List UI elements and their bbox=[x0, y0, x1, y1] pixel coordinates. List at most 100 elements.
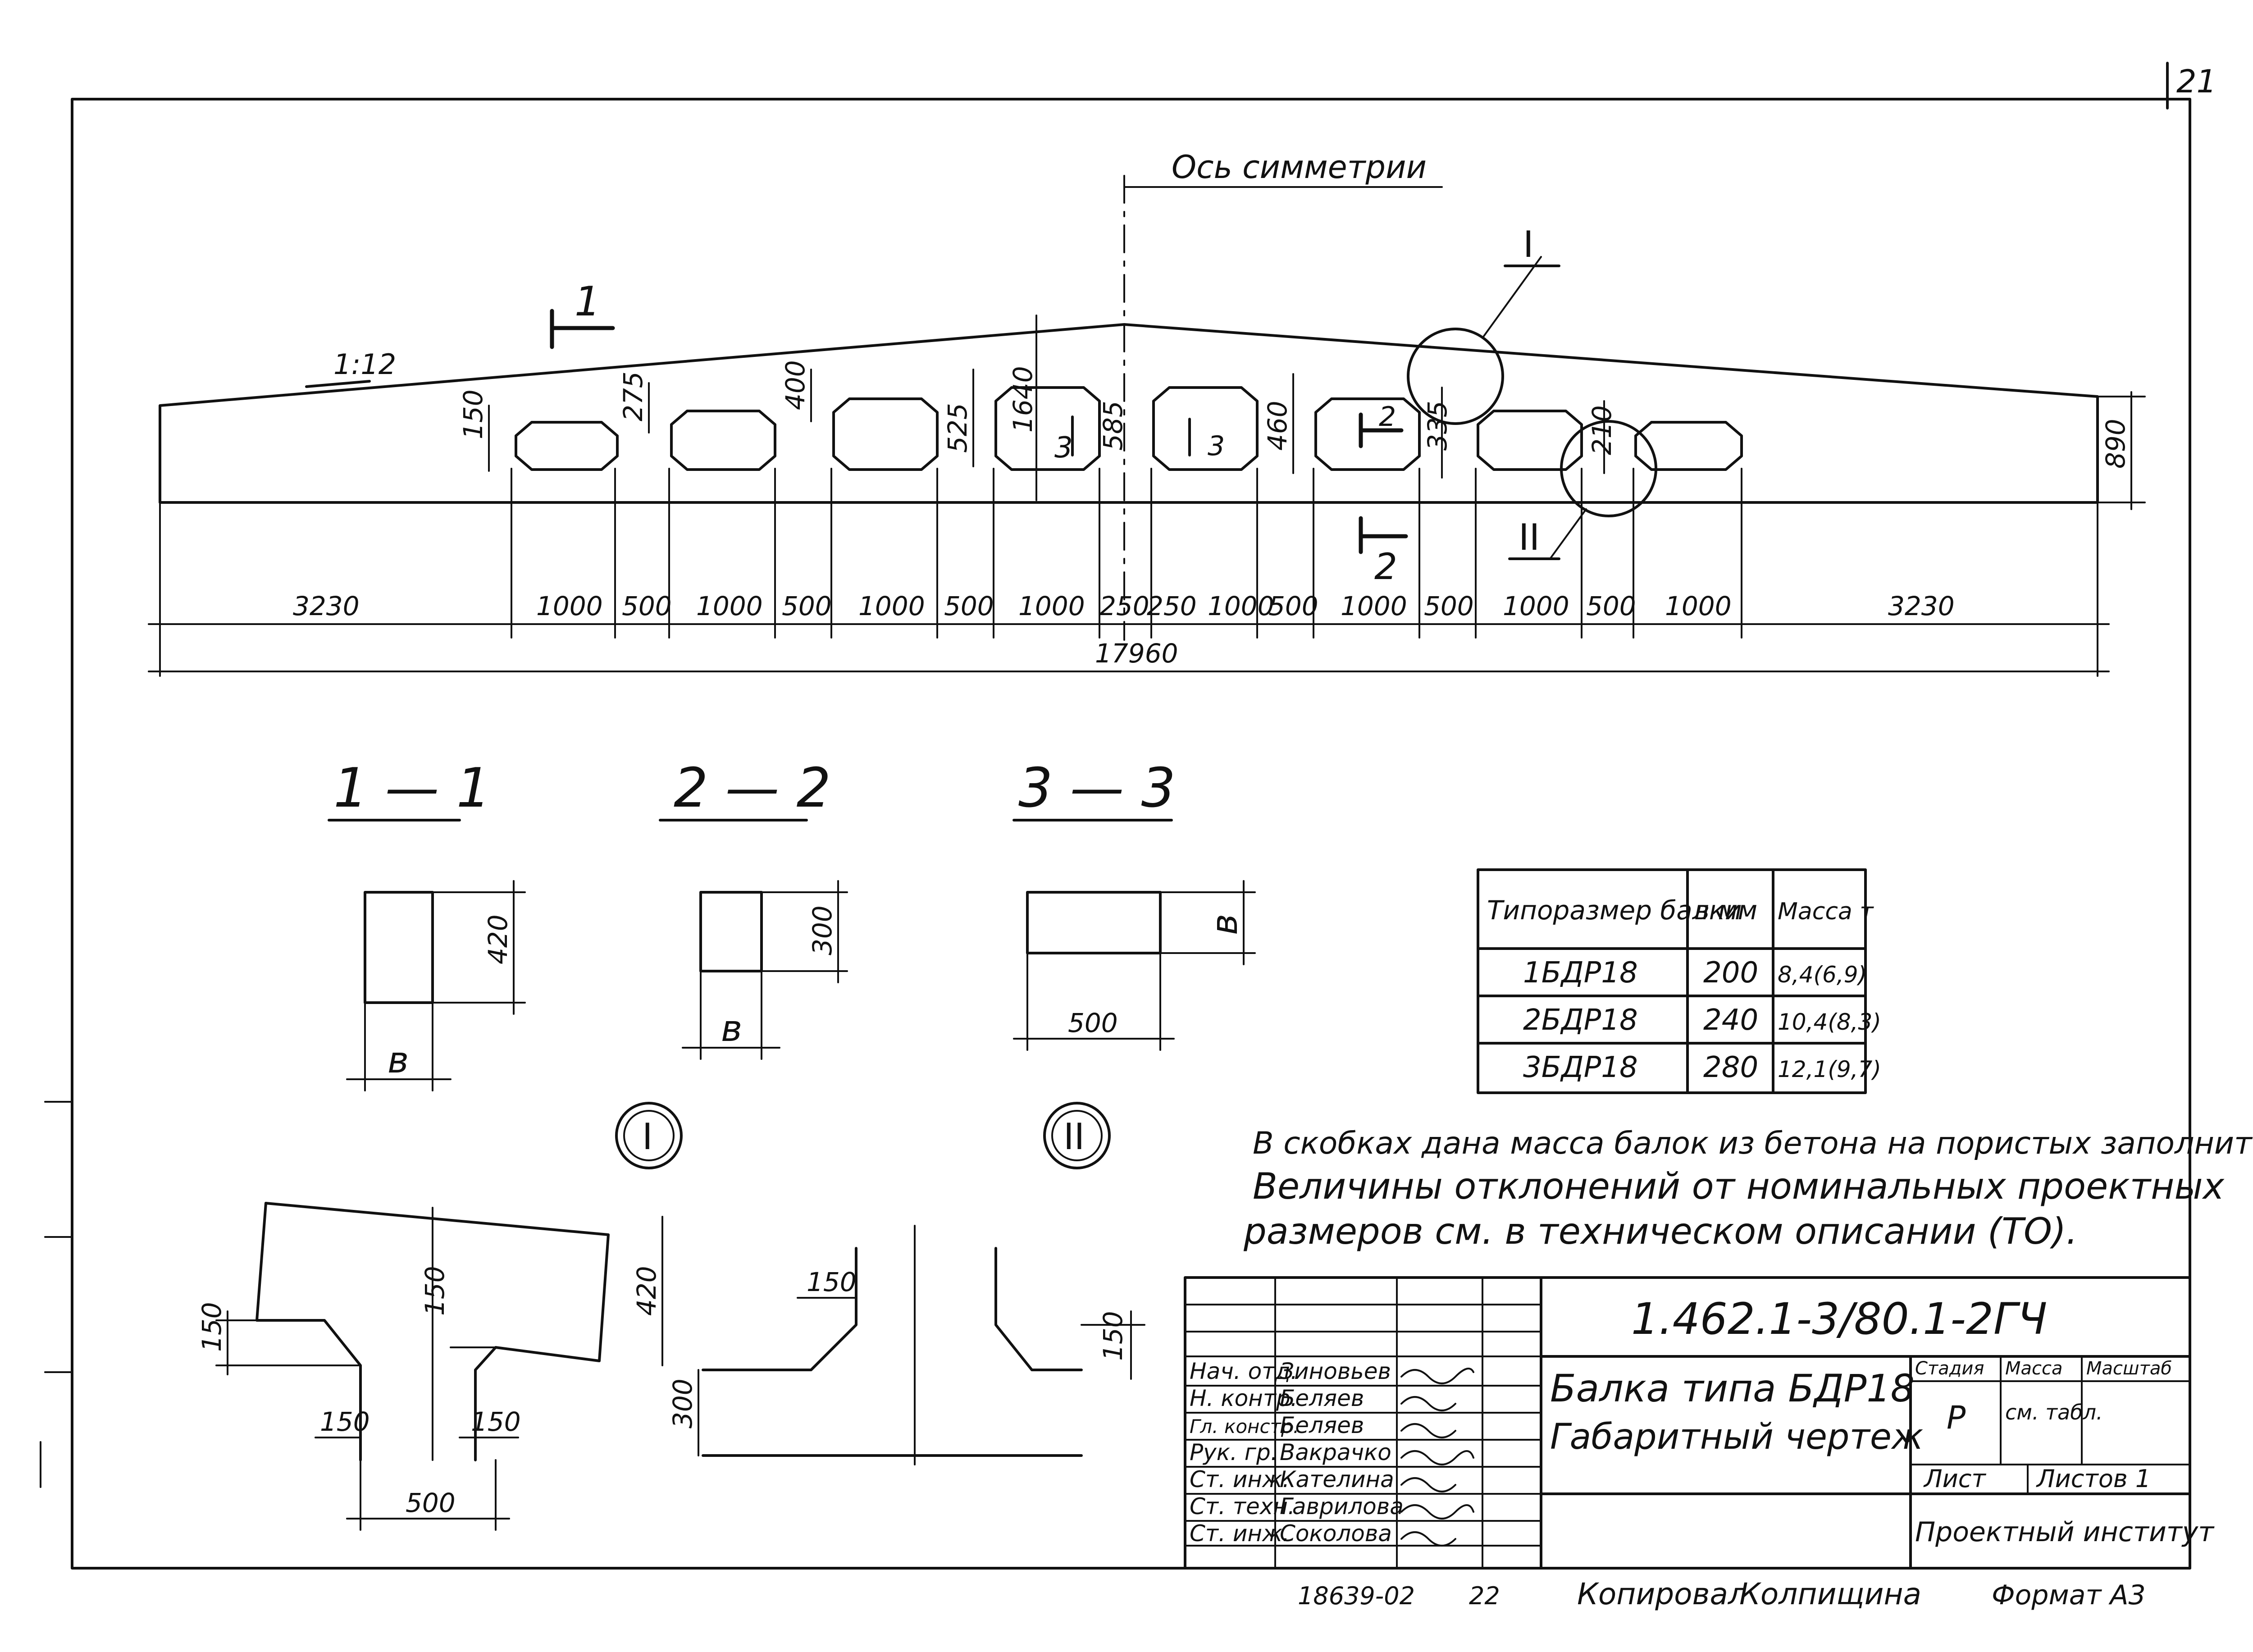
drawing-title: Балка типа БДР18 bbox=[1550, 1366, 1915, 1410]
note-line: Величины отклонений от номинальных проек… bbox=[1253, 1165, 2225, 1207]
table-cell: 8,4(6,9) bbox=[1778, 962, 1867, 988]
staff-role: Рук. гр. bbox=[1190, 1439, 1278, 1465]
detail-II: II 150 150 300 bbox=[667, 1102, 1145, 1465]
size-table: Типоразмер балки в мм Масса т 1БДР18 200… bbox=[1477, 868, 1881, 1094]
section-3-3: 3 — 3 в 500 bbox=[1012, 757, 1256, 1051]
svg-text:500: 500 bbox=[1424, 591, 1474, 621]
sheet-number: 21 bbox=[2176, 63, 2217, 100]
table-cell: 2БДР18 bbox=[1523, 1004, 1638, 1037]
section-width: в bbox=[388, 1039, 409, 1081]
section-1-1: 1 — 1 420 в bbox=[328, 757, 526, 1091]
mass-value: см. табл. bbox=[2005, 1400, 2103, 1424]
footer: 18639-02 22 Копировал Колпищина Формат А… bbox=[1298, 1577, 2146, 1611]
title-block: Нач. отд. Зиновьев Н. контр. Беляев Гл. … bbox=[1184, 1276, 2215, 1570]
svg-text:3: 3 bbox=[1054, 431, 1073, 465]
section-width: 500 bbox=[1068, 1008, 1118, 1038]
footer-inventory: 18639-02 bbox=[1298, 1582, 1415, 1610]
note-line: размеров см. в техническом описании (ТО)… bbox=[1243, 1210, 2078, 1252]
svg-text:460: 460 bbox=[1262, 401, 1293, 451]
section-height: 420 bbox=[483, 914, 513, 964]
staff-name: Вакрачко bbox=[1280, 1439, 1391, 1465]
section-mark-2: 2 2 bbox=[1359, 401, 1408, 588]
svg-text:3230: 3230 bbox=[1888, 591, 1955, 621]
detail-I-leader bbox=[1482, 256, 1542, 339]
section-height: 300 bbox=[807, 905, 838, 955]
detail-II-marker: II bbox=[1063, 1116, 1085, 1158]
svg-text:300: 300 bbox=[667, 1378, 698, 1428]
footer-copier-name: Колпищина bbox=[1739, 1577, 1921, 1611]
staff-name: Зиновьев bbox=[1280, 1358, 1391, 1384]
sheets-header: Листов 1 bbox=[2036, 1465, 2151, 1493]
detail-I-marker: I bbox=[642, 1116, 653, 1158]
section-title: 3 — 3 bbox=[1018, 757, 1176, 820]
section-height: в bbox=[1204, 914, 1245, 935]
svg-text:1000: 1000 bbox=[696, 591, 763, 621]
signature bbox=[1400, 1396, 1456, 1411]
svg-text:150: 150 bbox=[458, 389, 488, 439]
table-cell: 10,4(8,3) bbox=[1778, 1009, 1881, 1035]
footer-copied: Копировал bbox=[1577, 1577, 1747, 1611]
sheet-frame bbox=[71, 98, 2191, 1570]
detail-II-label: II bbox=[1519, 516, 1540, 558]
note-line: В скобках дана масса балок из бетона на … bbox=[1253, 1126, 2253, 1161]
svg-text:275: 275 bbox=[618, 371, 648, 421]
svg-text:1000: 1000 bbox=[1341, 591, 1407, 621]
svg-text:500: 500 bbox=[1586, 591, 1636, 621]
table-cell: 12,1(9,7) bbox=[1778, 1056, 1881, 1082]
detail-I-label: I bbox=[1523, 224, 1534, 265]
svg-text:3230: 3230 bbox=[293, 591, 360, 621]
svg-text:500: 500 bbox=[406, 1488, 456, 1518]
beam-opening bbox=[832, 397, 939, 471]
svg-text:150: 150 bbox=[1098, 1311, 1128, 1361]
staff-name: Кателина bbox=[1280, 1466, 1394, 1492]
section-2-2: 2 — 2 300 в bbox=[659, 757, 848, 1060]
staff-role: Ст. инж. bbox=[1190, 1520, 1290, 1547]
svg-text:1000: 1000 bbox=[1665, 591, 1732, 621]
dim-chain-values: 3230 1000 500 1000 500 1000 500 1000 250… bbox=[293, 591, 1955, 621]
beam-elevation: Ось симметрии 1:12 1 2 2 3 3 I bbox=[148, 149, 2146, 677]
table-header: Типоразмер балки bbox=[1487, 895, 1742, 926]
signature bbox=[1400, 1504, 1474, 1520]
table-cell: 3БДР18 bbox=[1523, 1051, 1638, 1084]
beam-opening bbox=[994, 386, 1101, 471]
staff-name: Гаврилова bbox=[1280, 1493, 1404, 1520]
sheet-header: Лист bbox=[1923, 1465, 1986, 1493]
staff-role: Нач. отд. bbox=[1190, 1358, 1298, 1384]
svg-text:500: 500 bbox=[944, 591, 994, 621]
section-width: в bbox=[721, 1008, 742, 1050]
svg-text:1000: 1000 bbox=[536, 591, 603, 621]
doc-code: 1.462.1-3/80.1-2ГЧ bbox=[1631, 1294, 2047, 1344]
section-title: 1 — 1 bbox=[333, 757, 491, 820]
svg-text:210: 210 bbox=[1587, 405, 1617, 455]
detail-II-circle bbox=[1560, 420, 1657, 517]
svg-text:585: 585 bbox=[1098, 401, 1128, 451]
drawing-subtitle: Габаритный чертеж bbox=[1550, 1417, 1923, 1457]
table-cell: 1БДР18 bbox=[1523, 956, 1638, 990]
bottom-dim-extensions bbox=[159, 468, 2098, 677]
section-mark-1: 1 bbox=[550, 278, 615, 349]
mass-header: Масса bbox=[2005, 1358, 2063, 1379]
signature bbox=[1400, 1531, 1456, 1547]
detail-II-leader bbox=[1549, 508, 1587, 560]
stage-value: Р bbox=[1947, 1399, 1966, 1436]
beam-outline bbox=[159, 323, 2099, 504]
table-cell: 280 bbox=[1703, 1051, 1758, 1084]
svg-text:250: 250 bbox=[1147, 591, 1197, 621]
svg-text:1000: 1000 bbox=[1018, 591, 1085, 621]
svg-text:150: 150 bbox=[420, 1266, 450, 1316]
beam-opening bbox=[515, 421, 619, 471]
svg-text:400: 400 bbox=[780, 360, 811, 410]
svg-text:1640: 1640 bbox=[1008, 366, 1038, 433]
footer-number: 22 bbox=[1469, 1582, 1500, 1610]
svg-text:1000: 1000 bbox=[1503, 591, 1569, 621]
slope-label: 1:12 bbox=[333, 348, 396, 381]
svg-text:335: 335 bbox=[1422, 401, 1453, 451]
section-mark-3: 3 3 bbox=[1054, 415, 1225, 465]
staff-role: Ст. техн. bbox=[1190, 1493, 1295, 1520]
beam-opening bbox=[670, 410, 776, 471]
svg-text:2: 2 bbox=[1374, 546, 1397, 588]
beam-opening bbox=[1477, 410, 1583, 471]
signature bbox=[1400, 1477, 1456, 1492]
signature bbox=[1400, 1423, 1456, 1438]
svg-text:150: 150 bbox=[807, 1267, 857, 1297]
